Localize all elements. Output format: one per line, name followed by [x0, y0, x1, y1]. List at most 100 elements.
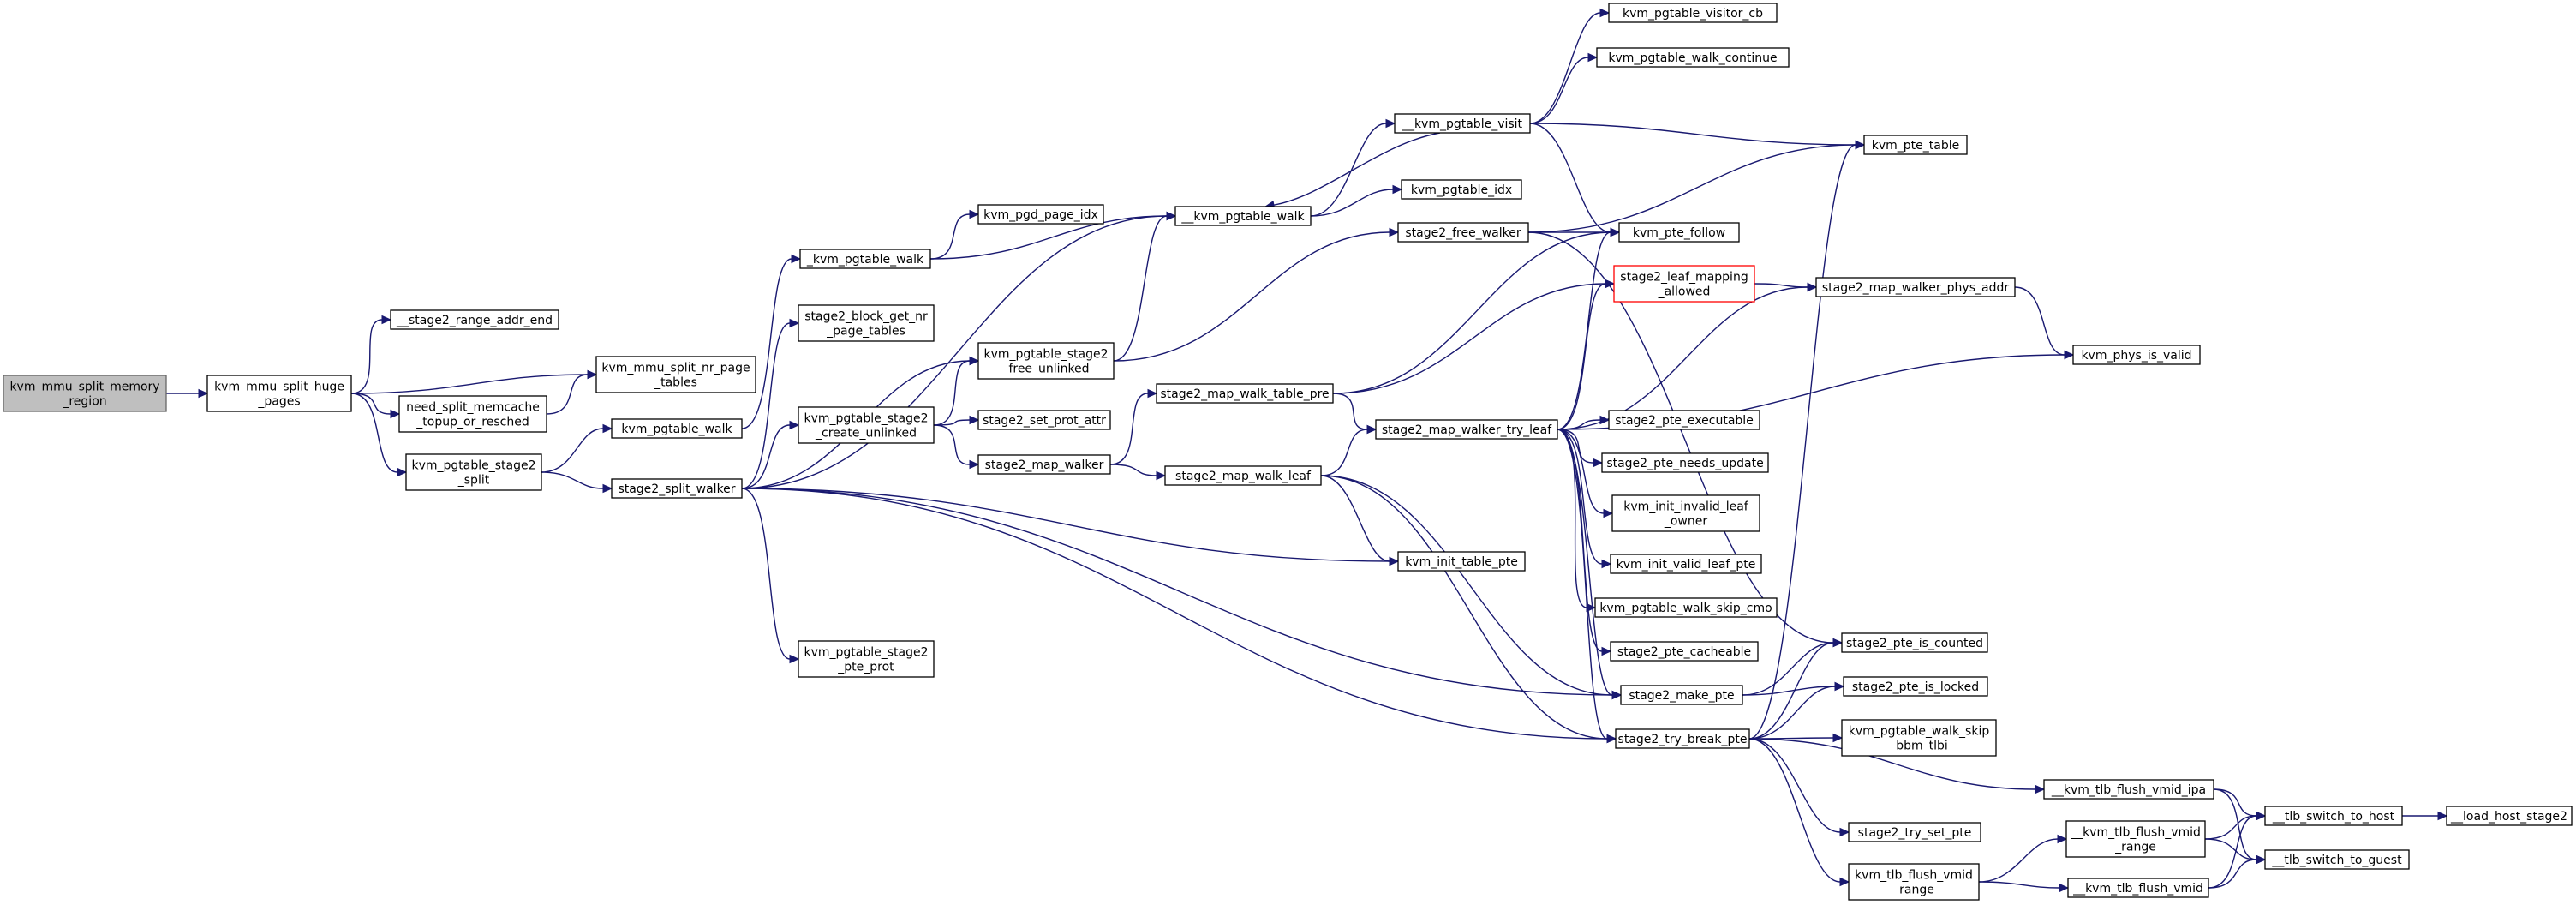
edge-line	[741, 322, 791, 489]
edge-line	[741, 488, 1608, 740]
node-box	[1610, 641, 1759, 662]
function-node[interactable]: kvm_tlb_flush_vmid_range	[1848, 863, 1980, 901]
function-node[interactable]: stage2_make_pte	[1620, 685, 1743, 705]
function-node[interactable]: kvm_pte_follow	[1618, 222, 1740, 243]
edge-line	[1557, 429, 1594, 464]
function-node[interactable]: kvm_mmu_split_nr_page_tables	[595, 356, 756, 393]
call-edge	[2208, 811, 2267, 889]
function-node[interactable]: kvm_phys_is_valid	[2072, 345, 2201, 365]
function-node[interactable]: __tlb_switch_to_guest	[2264, 849, 2410, 870]
edge-line	[1527, 144, 1856, 233]
node-label: __tlb_switch_to_host	[2272, 810, 2395, 824]
function-node[interactable]: kvm_pgtable_visitor_cb	[1608, 3, 1778, 23]
node-label: stage2_map_walker_try_leaf	[1382, 423, 1552, 437]
call-edge	[1978, 881, 2070, 893]
function-node[interactable]: kvm_pgtable_stage2_free_unlinked	[977, 342, 1115, 380]
function-node[interactable]: stage2_block_get_nr_page_tables	[798, 304, 935, 342]
arrow-head	[1834, 681, 1845, 692]
function-node[interactable]: kvm_pgtable_walk_skip_cmo	[1594, 597, 1778, 618]
arrow-head	[2437, 811, 2448, 821]
function-node[interactable]: stage2_try_set_pte	[1848, 822, 1981, 842]
function-node[interactable]: stage2_map_walk_table_pre	[1156, 383, 1334, 404]
node-box	[1174, 206, 1312, 226]
call-edge	[1748, 738, 1850, 837]
call-edge	[933, 356, 980, 426]
function-node[interactable]: kvm_pgtable_stage2_split	[405, 453, 542, 491]
call-edge	[2208, 854, 2267, 889]
function-node[interactable]: stage2_set_prot_attr	[977, 410, 1111, 430]
arrow-head	[1605, 279, 1616, 289]
function-node[interactable]: kvm_pte_table	[1863, 135, 1968, 155]
function-node[interactable]: stage2_map_walker_try_leaf	[1375, 419, 1558, 440]
function-node[interactable]: stage2_map_walker_phys_addr	[1815, 277, 2016, 297]
node-label: __kvm_pgtable_visit	[1402, 117, 1523, 131]
function-node[interactable]: __tlb_switch_to_host	[2264, 806, 2403, 826]
function-node[interactable]: kvm_pgd_page_idx	[977, 204, 1104, 225]
call-edge	[741, 254, 802, 429]
function-node[interactable]: stage2_pte_is_counted	[1841, 632, 1988, 653]
function-node[interactable]: stage2_free_walker	[1397, 222, 1529, 243]
function-node[interactable]: kvm_pgtable_walk_continue	[1596, 47, 1790, 68]
function-node[interactable]: stage2_pte_cacheable	[1610, 641, 1759, 662]
edge-line	[1310, 123, 1387, 217]
call-edge	[1748, 738, 1850, 887]
function-node[interactable]: kvm_init_valid_leaf_pte	[1610, 554, 1762, 574]
function-node[interactable]: kvm_mmu_split_huge_pages	[206, 375, 352, 412]
function-node[interactable]: __kvm_pgtable_visit	[1394, 113, 1531, 134]
function-node[interactable]: kvm_pgtable_stage2_create_unlinked	[798, 406, 935, 444]
function-node[interactable]: stage2_pte_is_locked	[1843, 676, 1988, 697]
edge-line	[933, 360, 971, 426]
function-node[interactable]: kvm_pgtable_idx	[1401, 179, 1522, 200]
function-node[interactable]: __load_host_stage2	[2446, 806, 2573, 826]
function-node[interactable]: __kvm_tlb_flush_vmid_range	[2065, 820, 2206, 858]
function-node[interactable]: __kvm_pgtable_walk	[1174, 206, 1312, 226]
node-box	[2043, 779, 2214, 800]
node-box	[1397, 222, 1529, 243]
call-edge	[1529, 123, 1621, 237]
function-node[interactable]: _kvm_pgtable_walk	[799, 249, 931, 269]
edge-line	[1748, 738, 1841, 883]
arrow-head	[602, 423, 613, 434]
function-node[interactable]: kvm_mmu_split_memory_region	[3, 375, 167, 412]
function-node[interactable]: stage2_try_break_pte	[1615, 728, 1750, 749]
call-edge	[350, 393, 401, 419]
function-node[interactable]: stage2_map_walker	[977, 454, 1111, 475]
edge-line	[350, 319, 383, 394]
function-node[interactable]: __kvm_tlb_flush_vmid	[2067, 878, 2209, 898]
function-node[interactable]: kvm_init_invalid_leaf_owner	[1611, 494, 1760, 532]
call-edge	[1320, 475, 1617, 744]
function-node[interactable]: kvm_pgtable_walk	[611, 418, 743, 439]
arrow-head	[1599, 415, 1611, 425]
function-node[interactable]: __kvm_tlb_flush_vmid_ipa	[2043, 779, 2214, 800]
edge-line	[1557, 419, 1601, 430]
node-box	[1815, 277, 2016, 297]
function-node[interactable]: kvm_pgtable_walk_skip_bbm_tlbi	[1841, 719, 1997, 757]
function-node[interactable]: stage2_leaf_mapping_allowed	[1613, 265, 1755, 303]
node-box	[977, 204, 1104, 225]
function-node[interactable]: stage2_pte_executable	[1608, 410, 1760, 430]
arrow-head	[397, 467, 408, 477]
arrow-head	[789, 420, 800, 430]
call-edge	[1748, 638, 1844, 740]
function-node[interactable]: kvm_init_table_pte	[1397, 551, 1526, 572]
node-label: _page_tables	[826, 325, 905, 339]
call-edge	[933, 415, 980, 426]
arrow-head	[1147, 388, 1158, 399]
arrow-head	[1611, 690, 1623, 700]
function-node[interactable]: need_split_memcache_topup_or_resched	[398, 395, 547, 433]
node-box	[977, 410, 1111, 430]
node-label: kvm_init_invalid_leaf	[1623, 500, 1749, 514]
edge-line	[1557, 429, 1603, 565]
function-node[interactable]: __stage2_range_addr_end	[390, 309, 559, 330]
edge-line	[1754, 283, 1808, 288]
function-node[interactable]: stage2_split_walker	[611, 478, 743, 499]
node-label: _owner	[1664, 515, 1708, 529]
edge-line	[1273, 132, 1441, 206]
function-node[interactable]: stage2_map_walk_leaf	[1164, 465, 1322, 486]
function-node[interactable]: kvm_pgtable_stage2_pte_prot	[798, 640, 935, 678]
edge-line	[541, 428, 604, 473]
call-edge	[541, 423, 613, 473]
function-node[interactable]: stage2_pte_needs_update	[1601, 452, 1769, 473]
arrow-head	[1389, 556, 1400, 566]
